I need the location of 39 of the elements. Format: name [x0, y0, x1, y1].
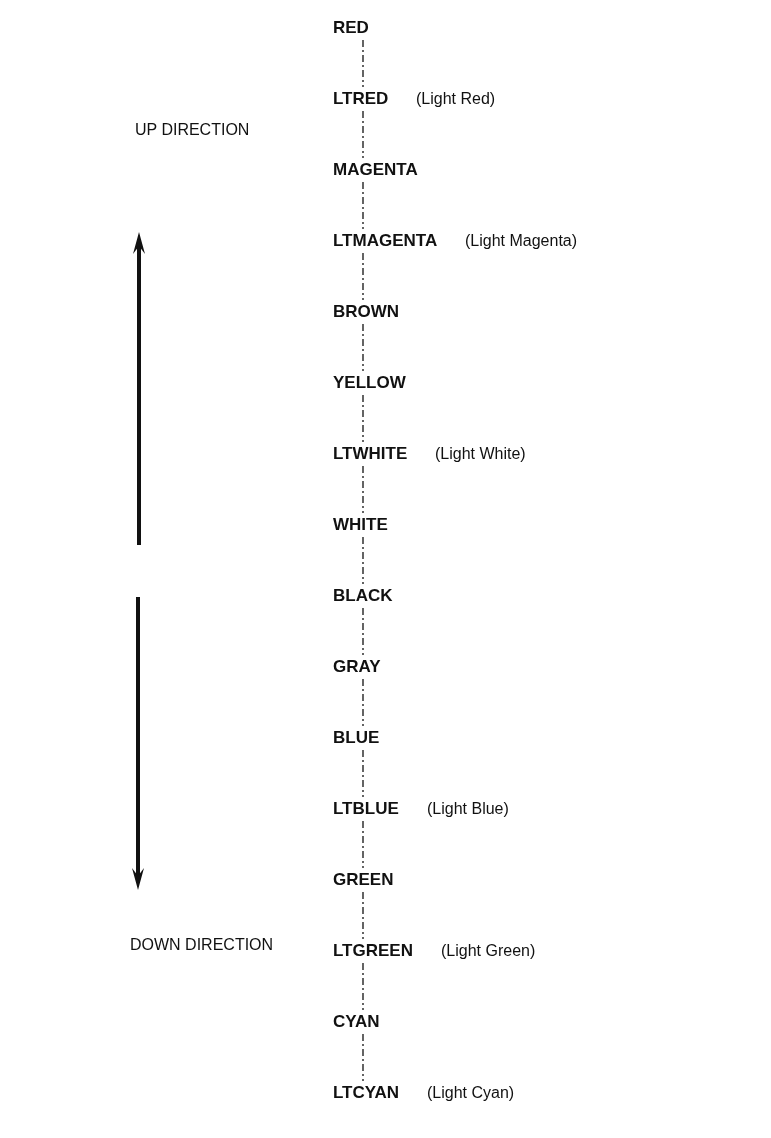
dash-dot-line	[362, 1033, 364, 1082]
color-note: (Light White)	[435, 444, 526, 464]
dash-dot-line	[362, 252, 364, 301]
dash-dot-line	[362, 749, 364, 798]
color-name: WHITE	[333, 515, 388, 535]
color-name: GRAY	[333, 657, 381, 677]
dash-dot-line	[362, 962, 364, 1011]
color-name: LTBLUE	[333, 799, 399, 819]
dash-dot-line	[362, 110, 364, 159]
color-name: LTWHITE	[333, 444, 408, 464]
color-name: LTMAGENTA	[333, 231, 438, 251]
dash-dot-line	[362, 607, 364, 656]
dash-dot-line	[362, 39, 364, 88]
color-note: (Light Red)	[416, 89, 496, 109]
color-name: LTCYAN	[333, 1083, 400, 1103]
direction-label: UP DIRECTION	[135, 120, 250, 140]
color-name: BLACK	[333, 586, 393, 606]
color-name: MAGENTA	[333, 160, 418, 180]
dash-dot-line	[362, 465, 364, 514]
color-name: BLUE	[333, 728, 380, 748]
color-name: GREEN	[333, 870, 394, 890]
color-note: (Light Cyan)	[427, 1083, 515, 1103]
direction-label: DOWN DIRECTION	[130, 935, 274, 955]
color-name: CYAN	[333, 1012, 380, 1032]
dash-dot-line	[362, 323, 364, 372]
dash-dot-line	[362, 394, 364, 443]
color-name: YELLOW	[333, 373, 406, 393]
dash-dot-line	[362, 536, 364, 585]
color-name: LTGREEN	[333, 941, 413, 961]
dash-dot-line	[362, 678, 364, 727]
dash-dot-line	[362, 820, 364, 869]
dash-dot-line	[362, 891, 364, 940]
color-name: BROWN	[333, 302, 400, 322]
color-name: LTRED	[333, 89, 389, 109]
dash-dot-line	[362, 181, 364, 230]
color-note: (Light Blue)	[427, 799, 509, 819]
color-name: RED	[333, 18, 369, 38]
color-note: (Light Magenta)	[465, 231, 578, 251]
color-note: (Light Green)	[441, 941, 536, 961]
